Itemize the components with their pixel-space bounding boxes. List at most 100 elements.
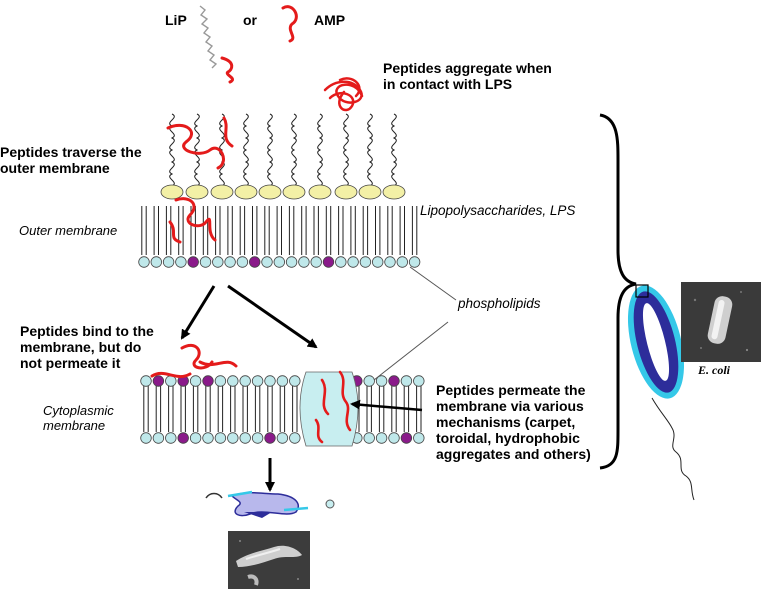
lipid-head-icon — [322, 256, 335, 268]
membrane-pore-icon — [299, 371, 359, 447]
lipid-head-icon — [165, 432, 177, 444]
lipid-head-icon — [298, 256, 310, 268]
lipid-head-icon — [162, 256, 175, 268]
lipid-head-icon — [189, 432, 202, 444]
lipid-head-icon — [199, 256, 212, 268]
lip-label: LiP — [165, 12, 187, 28]
aggregate-annotation: Peptides aggregate when in contact with … — [383, 60, 552, 93]
lipid-head-icon — [264, 375, 276, 387]
curly-brace-icon — [599, 113, 637, 470]
lipid-head-icon — [202, 432, 214, 444]
lipid-head-icon — [214, 375, 227, 387]
lipid-head-icon — [152, 432, 165, 444]
arrow-icon — [227, 284, 318, 349]
lipid-head-icon — [375, 432, 388, 444]
cytoplasmic-membrane-graphic — [140, 371, 425, 447]
lipid-head-icon — [363, 432, 375, 444]
lipid-head-icon — [224, 256, 236, 268]
lipid-head-icon — [140, 375, 152, 387]
lipid-head-icon — [285, 256, 298, 268]
amp-symbol-icon — [281, 5, 298, 43]
lipid-head-icon — [236, 256, 249, 268]
lipid-head-icon — [276, 375, 289, 387]
lipid-head-icon — [239, 432, 251, 444]
peptide-pore-icon — [314, 370, 352, 444]
peptide-traversing-icon — [166, 116, 234, 244]
arrow-icon — [180, 285, 216, 340]
lipid-head-icon — [359, 256, 372, 268]
lipid-head-icon — [140, 432, 152, 444]
lipid-head-icon — [375, 375, 388, 387]
lipid-head-icon — [177, 432, 189, 444]
cytoplasmic-membrane-label: Cytoplasmic membrane — [43, 403, 114, 433]
lipid-head-icon — [202, 375, 214, 387]
phospholipids-label: phospholipids — [458, 296, 541, 311]
lipid-head-icon — [408, 256, 421, 268]
arrow-icon — [350, 399, 423, 412]
lipid-head-icon — [388, 432, 400, 444]
lipid-head-icon — [175, 256, 187, 268]
lps-label: Lipopolysaccharides, LPS — [420, 203, 576, 218]
micrograph-image — [228, 531, 310, 589]
lipid-head-icon — [413, 432, 425, 444]
lipid-head-icon — [347, 256, 359, 268]
pointer-line — [373, 321, 449, 381]
lipid-head-icon — [251, 432, 264, 444]
lps-head-icon — [185, 184, 209, 200]
lipid-head-icon — [227, 375, 239, 387]
amp-label: AMP — [314, 12, 346, 28]
lipid-head-icon — [251, 375, 264, 387]
lps-head-icon — [258, 184, 282, 200]
lipid-head-icon — [335, 256, 347, 268]
lipid-head-icon — [400, 432, 413, 444]
lip-symbol-icon — [199, 5, 218, 69]
lipid-head-icon — [372, 256, 384, 268]
outer-membrane-graphic — [138, 113, 421, 268]
lps-head-icon — [210, 184, 234, 200]
ecoli-label: E. coli — [698, 363, 730, 377]
lps-head-icon — [160, 184, 184, 200]
lipid-head-icon — [138, 256, 150, 268]
peptide-aggregate-icon — [323, 77, 364, 112]
lps-head-icon — [308, 184, 332, 200]
lipid-head-icon — [273, 256, 286, 268]
lipid-head-icon — [261, 256, 273, 268]
lipid-head-icon — [289, 375, 301, 387]
lipid-head-icon — [150, 256, 163, 268]
traverse-annotation: Peptides traverse the outer membrane — [0, 144, 142, 177]
permeate-annotation: Peptides permeate the membrane via vario… — [436, 382, 591, 463]
lps-head-icon — [358, 184, 382, 200]
lps-head-icon — [282, 184, 306, 200]
lysed-cell-icon — [205, 490, 335, 518]
bind-annotation: Peptides bind to the membrane, but do no… — [20, 323, 154, 372]
lipid-head-icon — [152, 375, 165, 387]
lipid-head-icon — [214, 432, 227, 444]
or-label: or — [243, 12, 257, 28]
micrograph-image — [681, 282, 761, 362]
lipid-head-icon — [289, 432, 301, 444]
pointer-line — [409, 266, 457, 301]
lipid-head-icon — [413, 375, 425, 387]
lps-head-icon — [382, 184, 406, 200]
lipid-head-icon — [187, 256, 199, 268]
lps-head-icon — [334, 184, 358, 200]
lps-head-icon — [234, 184, 258, 200]
bacterium-icon — [627, 284, 695, 501]
lipid-head-icon — [310, 256, 322, 268]
peptide-free-icon — [220, 56, 234, 84]
lipid-head-icon — [363, 375, 375, 387]
outer-membrane-label: Outer membrane — [19, 223, 118, 238]
lipid-head-icon — [239, 375, 251, 387]
lipid-head-icon — [384, 256, 396, 268]
lipid-head-icon — [212, 256, 224, 268]
lipid-head-icon — [248, 256, 261, 268]
lipid-head-icon — [189, 375, 202, 387]
lipid-head-icon — [227, 432, 239, 444]
lipid-head-icon — [276, 432, 289, 444]
lipid-head-icon — [396, 256, 409, 268]
lipid-head-icon — [264, 432, 276, 444]
lipid-head-icon — [388, 375, 400, 387]
peptide-bound-icon — [150, 343, 238, 379]
